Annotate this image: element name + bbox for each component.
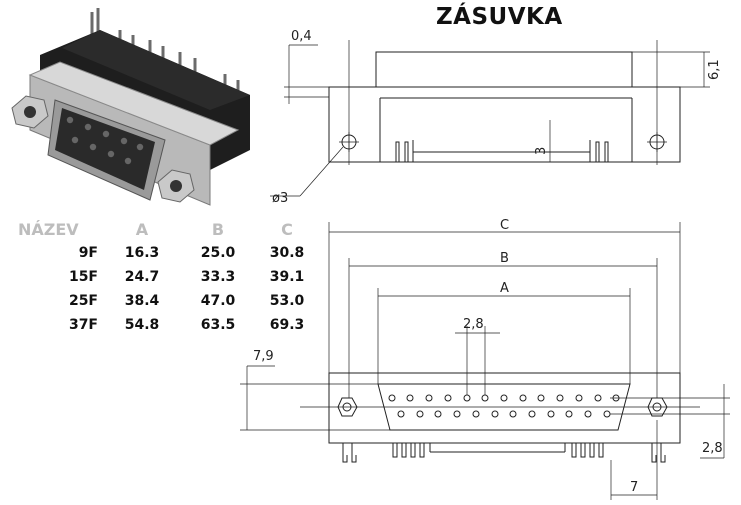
page-title: ZÁSUVKA: [436, 4, 563, 30]
dim-label-phi-3: ø3: [272, 191, 288, 206]
cell-name: 9F: [78, 245, 98, 261]
cell-b: 47.0: [200, 293, 236, 309]
header-c: C: [281, 219, 293, 239]
table-row: 15F 24.7 33.3 39.1: [14, 265, 318, 289]
cell-c: 69.3: [269, 317, 305, 333]
cell-a: 24.7: [124, 269, 160, 285]
cell-name: 15F: [68, 269, 98, 285]
dim-label-b: B: [500, 251, 509, 266]
header-b: B: [211, 219, 225, 239]
cell-b: 33.3: [200, 269, 236, 285]
table-row: 25F 38.4 47.0 53.0: [14, 289, 318, 313]
dimension-table: NÁZEV A B C 9F 16.3 25.0 30.8 15F 24.7 3…: [14, 217, 318, 337]
cell-c: 53.0: [269, 293, 305, 309]
cell-b: 25.0: [200, 245, 236, 261]
dim-label-c: C: [500, 218, 509, 233]
front-view: [240, 222, 730, 500]
header-nazev: NÁZEV: [18, 219, 79, 239]
cell-b: 63.5: [200, 317, 236, 333]
top-view: [270, 40, 710, 197]
cell-name: 37F: [68, 317, 98, 333]
table-row: 37F 54.8 63.5 69.3: [14, 313, 318, 337]
cell-c: 30.8: [269, 245, 305, 261]
cell-a: 54.8: [124, 317, 160, 333]
dim-label-3: 3: [534, 147, 549, 155]
table-row: 9F 16.3 25.0 30.8: [14, 241, 318, 265]
dim-label-pitch-2-8: 2,8: [463, 317, 484, 332]
dim-label-6-1: 6,1: [707, 59, 722, 80]
dim-label-7-9: 7,9: [253, 349, 274, 364]
cell-a: 38.4: [124, 293, 160, 309]
dim-label-2-8: 2,8: [702, 441, 723, 456]
cell-c: 39.1: [269, 269, 305, 285]
table-header-row: NÁZEV A B C: [14, 217, 318, 241]
cell-name: 25F: [68, 293, 98, 309]
dim-label-0-4: 0,4: [291, 29, 312, 44]
dim-label-7: 7: [630, 480, 638, 495]
dim-label-a: A: [500, 281, 509, 296]
header-a: A: [135, 219, 149, 239]
cell-a: 16.3: [124, 245, 160, 261]
